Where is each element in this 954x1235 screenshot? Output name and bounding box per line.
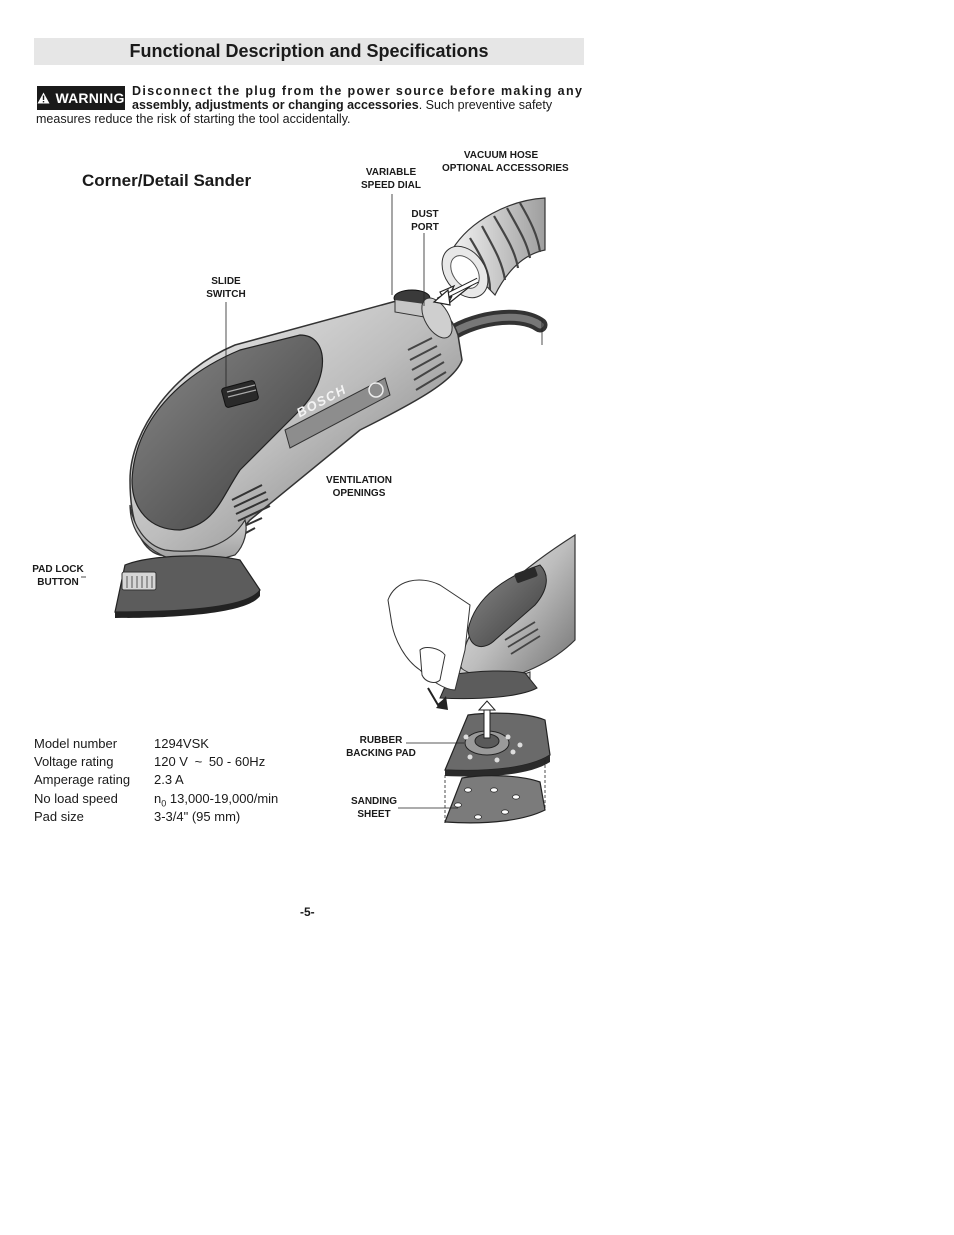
sander-base-pad [114, 555, 261, 618]
spec-label: Pad size [34, 809, 84, 824]
warning-text-bold: assembly, adjustments or changing access… [132, 98, 419, 112]
speed-subscript: 0 [161, 798, 167, 809]
voltage-value: 120 V [154, 754, 188, 769]
vacuum-hose [441, 197, 546, 299]
section-title-banner: Functional Description and Specification… [34, 38, 584, 65]
figure-title: Corner/Detail Sander [82, 171, 252, 190]
warning-text-line2: assembly, adjustments or changing access… [132, 98, 585, 112]
spec-label: No load speed [34, 791, 118, 806]
warning-badge-label: WARNING [55, 90, 125, 106]
label-variable-speed-dial: VARIABLE SPEED DIAL [360, 167, 421, 191]
spec-value: 3-3/4" (95 mm) [154, 809, 241, 824]
label-pad-lock-button: PAD LOCK BUTTON [32, 564, 84, 588]
spec-value: n0 13,000-19,000/min [154, 791, 278, 809]
label-sanding-sheet: SANDING SHEET [350, 796, 398, 820]
frequency-value: 50 - 60Hz [208, 754, 266, 769]
spec-label: Voltage rating [34, 754, 114, 769]
speed-symbol: n [154, 791, 162, 806]
label-vacuum-hose: VACUUM HOSE OPTIONAL ACCESSORIES [442, 150, 569, 174]
label-dust-port: DUST PORT [411, 209, 439, 233]
spec-value: 1294VSK [154, 736, 209, 751]
rubber-backing-pad [444, 700, 551, 777]
spec-value: 2.3 A [154, 772, 184, 787]
power-cord [437, 309, 548, 346]
pad-change-illustration [387, 533, 576, 710]
sanding-sheet [444, 760, 546, 825]
ac-symbol-icon: ~ [194, 754, 203, 769]
warning-badge: WARNING [37, 86, 125, 110]
page-number: -5- [300, 905, 315, 919]
sander-main-body [129, 289, 463, 566]
spec-value: 120 V ~ 50 - 60Hz [154, 754, 265, 769]
spec-label: Amperage rating [34, 772, 131, 787]
page-title: Functional Description and Specification… [129, 41, 489, 61]
warning-triangle-icon [37, 92, 50, 104]
spec-label: Model number [34, 736, 118, 751]
leader-lines-secondary [398, 742, 464, 809]
speed-value: 13,000-19,000/min [169, 791, 279, 806]
leader-lines [81, 194, 543, 578]
label-rubber-backing-pad: RUBBER BACKING PAD [346, 735, 416, 759]
warning-text-rest: . Such preventive safety [418, 98, 553, 112]
label-slide-switch: SLIDE SWITCH [206, 276, 246, 300]
warning-text-line1: Disconnect the plug from the power sourc… [132, 84, 584, 98]
label-ventilation-openings: VENTILATION OPENINGS [326, 475, 392, 499]
warning-text-line3: measures reduce the risk of starting the… [36, 112, 351, 126]
